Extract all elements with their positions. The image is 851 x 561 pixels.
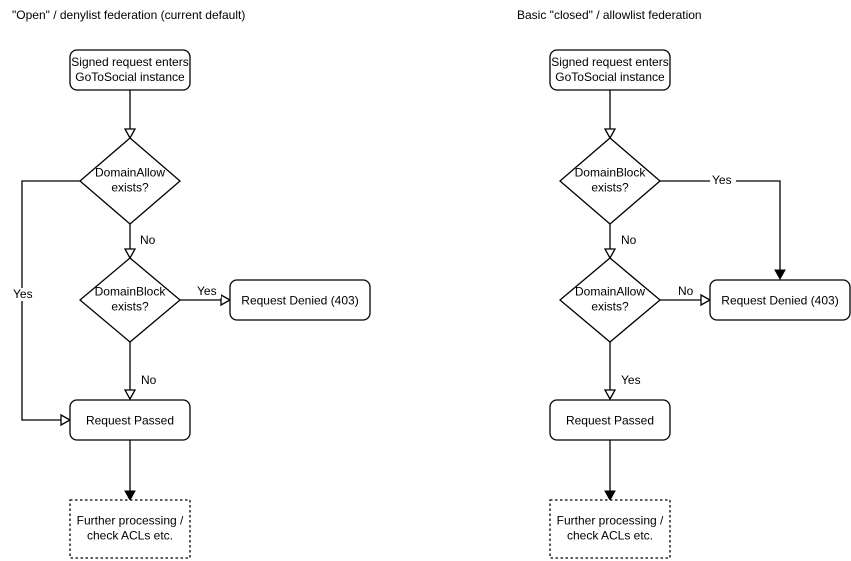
solid-arrowhead-down-icon [124,490,136,502]
right-start-node-label-line1: Signed request enters [551,55,668,69]
open-arrowhead-down-icon [123,248,137,260]
open-arrowhead-down-icon [603,248,617,260]
left-passed-node-label: Request Passed [86,414,174,428]
right-label-no1-bg [619,234,639,247]
left-label-domainallow-yes: Yes [13,287,33,301]
right-label-domainblock-no: No [621,233,637,247]
right-further-processing-label-line1: Further processing / [557,514,664,528]
right-edge-domainblock-yes-to-denied [660,180,781,270]
right-label-domainallow-no: No [678,284,694,298]
left-further-processing-label-line1: Further processing / [77,514,184,528]
left-label-no1-bg [138,234,158,247]
open-arrowhead-right-icon [220,293,232,307]
right-denied-node [709,279,851,321]
right-decision-domainblock-label-line2: exists? [591,181,629,195]
left-decision-domainallow-label-line1: DomainAllow [95,166,165,180]
right-passed-node-label: Request Passed [566,414,654,428]
left-label-no2-bg [139,374,159,387]
right-label-yes2-bg [619,374,645,387]
left-decision-domainblock-label-line2: exists? [111,300,149,314]
right-further-processing-node [549,499,671,559]
left-further-processing-label-line2: check ACLs etc. [87,529,173,543]
solid-arrowhead-down-icon [604,490,616,502]
left-label-domainallow-no: No [140,233,156,247]
open-arrowhead-right-icon [700,293,712,307]
solid-arrowhead-down-icon [774,269,786,281]
right-denied-node-label: Request Denied (403) [721,294,838,308]
right-decision-domainallow-label-line1: DomainAllow [575,285,645,299]
open-arrowhead-down-icon [123,128,137,140]
right-decision-domainblock-label-line1: DomainBlock [575,166,647,180]
left-label-yes-bg [11,288,35,301]
left-decision-domainblock-label-line1: DomainBlock [95,285,167,299]
right-label-yes1-bg [710,174,736,187]
open-arrowhead-down-icon [603,389,617,401]
open-arrowhead-right-icon [60,413,72,427]
open-arrowhead-down-icon [123,389,137,401]
left-label-domainblock-no: No [141,373,157,387]
left-start-node-label-line1: Signed request enters [71,55,188,69]
right-further-processing-label-line2: check ACLs etc. [567,529,653,543]
right-decision-domainallow-label-line2: exists? [591,300,629,314]
left-chart-title: "Open" / denylist federation (current de… [12,8,245,22]
right-label-domainallow-yes: Yes [621,373,641,387]
right-chart-title: Basic "closed" / allowlist federation [517,8,702,22]
left-start-node-label-line2: GoToSocial instance [75,70,185,84]
right-label-domainblock-yes: Yes [712,173,732,187]
left-flowchart: "Open" / denylist federation (current de… [11,8,371,559]
right-start-node-label-line2: GoToSocial instance [555,70,665,84]
left-decision-domainallow-label-line2: exists? [111,181,149,195]
right-label-no2-bg [676,285,696,298]
left-denied-node [229,279,371,321]
left-denied-node-label: Request Denied (403) [241,294,358,308]
left-label-domainblock-yes: Yes [197,284,217,298]
left-label-yes2-bg [195,285,221,298]
left-further-processing-node [69,499,191,559]
right-flowchart: Basic "closed" / allowlist federation Si… [517,8,851,559]
open-arrowhead-down-icon [603,128,617,140]
